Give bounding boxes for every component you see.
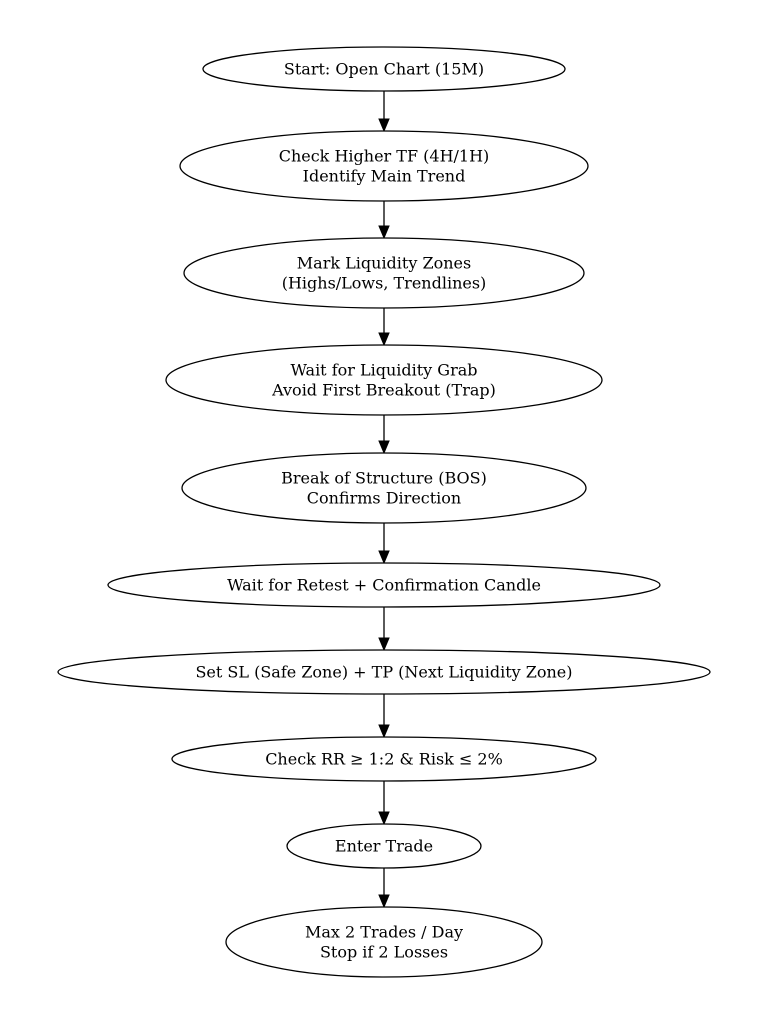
flow-edge xyxy=(378,308,390,347)
flow-edge xyxy=(378,523,390,565)
node-ellipse xyxy=(202,46,566,92)
node-label-line: Wait for Liquidity Grab xyxy=(290,361,477,380)
node-ellipse xyxy=(183,237,585,309)
node-label-line: Set SL (Safe Zone) + TP (Next Liquidity … xyxy=(195,663,572,682)
flow-node-start: Start: Open Chart (15M) xyxy=(202,46,566,92)
arrow-head-icon xyxy=(378,550,390,565)
arrow-head-icon xyxy=(378,724,390,739)
flow-node-higher-tf: Check Higher TF (4H/1H)Identify Main Tre… xyxy=(179,130,589,202)
node-ellipse xyxy=(107,562,661,608)
arrow-head-icon xyxy=(378,811,390,826)
flow-edge xyxy=(378,91,390,133)
arrow-head-icon xyxy=(378,440,390,455)
node-label-line: Check Higher TF (4H/1H) xyxy=(279,147,490,166)
node-ellipse xyxy=(181,452,587,524)
flow-edge xyxy=(378,694,390,739)
node-ellipse xyxy=(225,906,543,978)
flow-node-enter: Enter Trade xyxy=(286,823,482,869)
arrow-head-icon xyxy=(378,332,390,347)
node-label-line: Stop if 2 Losses xyxy=(320,943,448,962)
flow-node-liquidity-zones: Mark Liquidity Zones(Highs/Lows, Trendli… xyxy=(183,237,585,309)
node-label-line: Check RR ≥ 1:2 & Risk ≤ 2% xyxy=(265,750,503,769)
flow-edge xyxy=(378,201,390,240)
node-ellipse xyxy=(165,344,603,416)
node-label-line: Mark Liquidity Zones xyxy=(297,254,471,273)
edge-layer xyxy=(378,91,390,909)
node-ellipse xyxy=(57,649,711,695)
node-label-line: Start: Open Chart (15M) xyxy=(284,60,484,79)
node-ellipse xyxy=(179,130,589,202)
flow-edge xyxy=(378,781,390,826)
arrow-head-icon xyxy=(378,637,390,652)
arrow-head-icon xyxy=(378,118,390,133)
flow-node-bos: Break of Structure (BOS)Confirms Directi… xyxy=(181,452,587,524)
flow-node-rr-check: Check RR ≥ 1:2 & Risk ≤ 2% xyxy=(171,736,597,782)
node-label-line: Avoid First Breakout (Trap) xyxy=(271,381,496,400)
node-label-line: Break of Structure (BOS) xyxy=(281,469,487,488)
flow-node-retest: Wait for Retest + Confirmation Candle xyxy=(107,562,661,608)
node-layer: Start: Open Chart (15M) Check Higher TF (… xyxy=(57,46,711,978)
node-label-line: Max 2 Trades / Day xyxy=(305,923,463,942)
node-label-line: (Highs/Lows, Trendlines) xyxy=(282,274,487,293)
node-ellipse xyxy=(286,823,482,869)
node-ellipse xyxy=(171,736,597,782)
flow-edge xyxy=(378,868,390,909)
flow-edge xyxy=(378,607,390,652)
node-label-line: Confirms Direction xyxy=(307,489,461,508)
arrow-head-icon xyxy=(378,225,390,240)
node-label-line: Enter Trade xyxy=(335,837,433,856)
arrow-head-icon xyxy=(378,894,390,909)
node-label-line: Identify Main Trend xyxy=(303,167,466,186)
node-label-line: Wait for Retest + Confirmation Candle xyxy=(227,576,541,595)
flow-node-sl-tp: Set SL (Safe Zone) + TP (Next Liquidity … xyxy=(57,649,711,695)
flow-edge xyxy=(378,415,390,455)
